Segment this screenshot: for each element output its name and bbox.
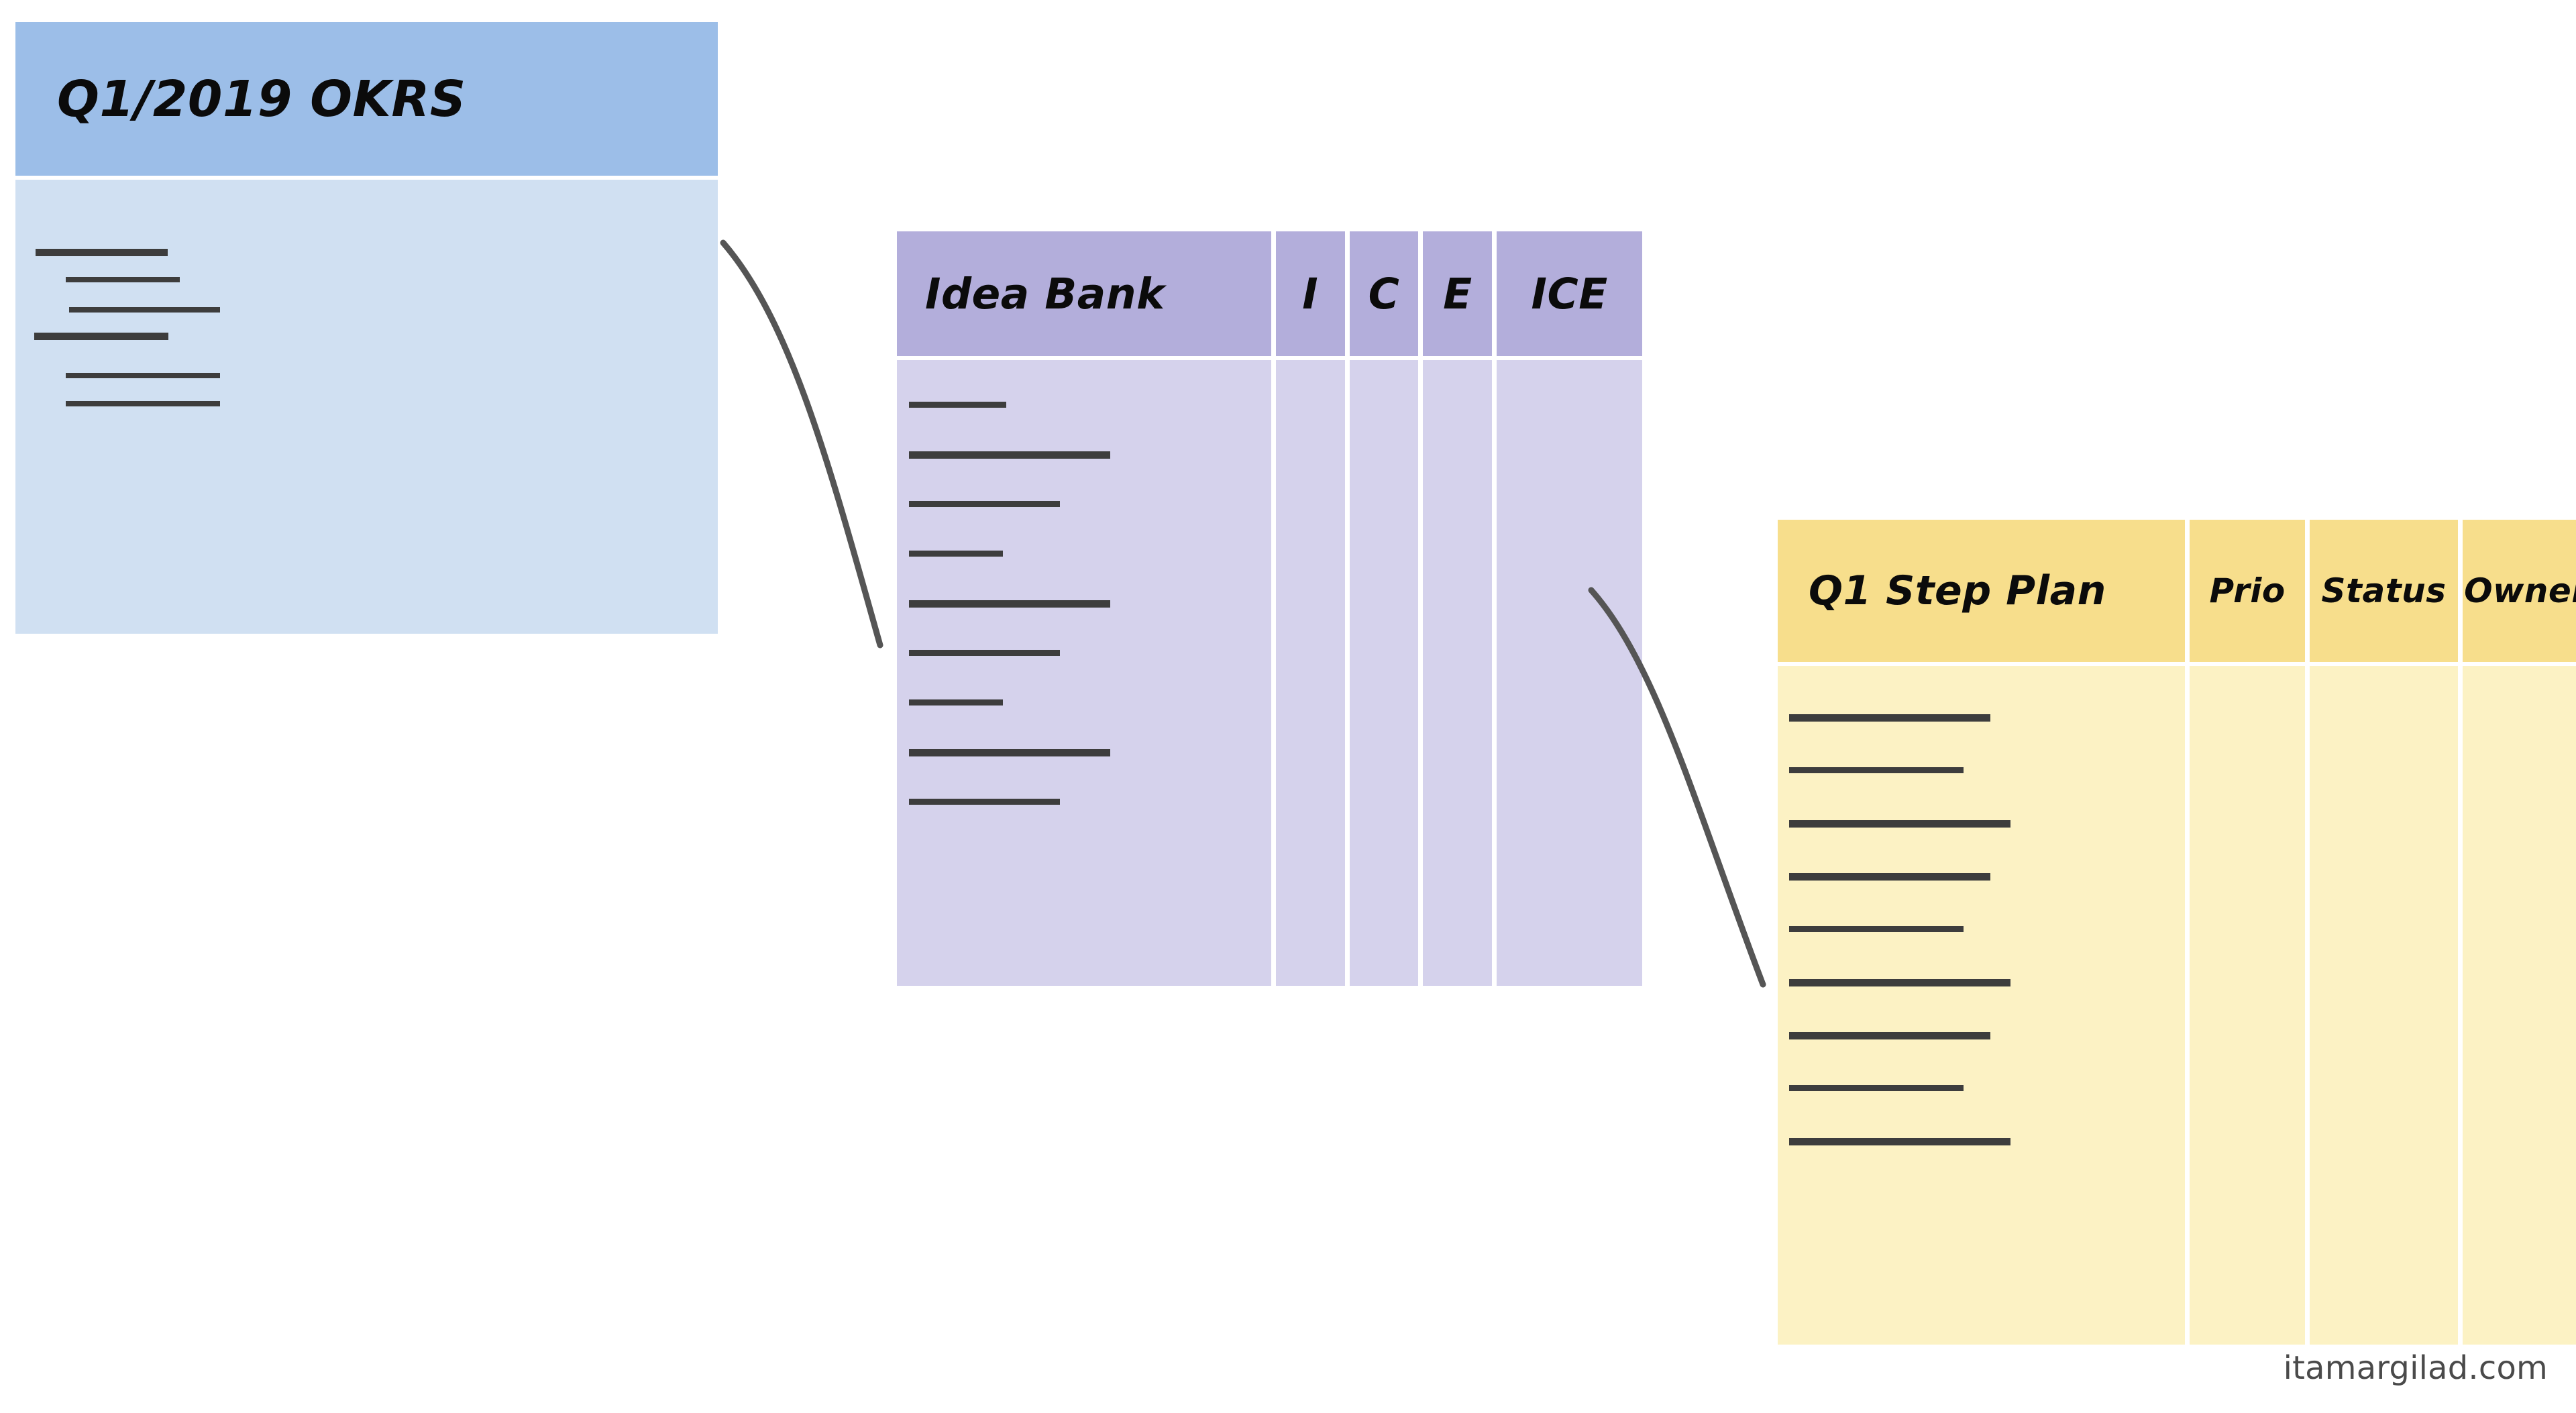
okr-placeholder-line [66,373,220,378]
step-plan-header-cell-status[interactable]: Status [2310,520,2458,662]
idea-bank-placeholder-line [909,551,1003,557]
idea-bank-body-cell-c[interactable] [1349,360,1419,986]
okr-placeholder-line [36,249,168,256]
idea-bank-placeholder-line [909,451,1110,459]
idea-bank-placeholder-line [909,749,1110,756]
idea-bank-header-cell-i[interactable]: I [1275,231,1345,356]
idea-bank-placeholder-line [909,650,1060,656]
step-plan-placeholder-line [1789,979,2010,986]
idea-bank-placeholder-line [909,699,1003,705]
okr-card-title: Q1/2019 OKRS [57,70,466,128]
step-plan-column-label: Prio [2209,571,2286,610]
step-plan-body [1778,666,2576,1345]
idea-bank-column-label: E [1443,269,1472,319]
okr-placeholder-lines [15,180,718,634]
step-plan-placeholder-line [1789,926,1964,932]
step-plan-column-label: Status [2321,571,2447,610]
step-plan-body-cell-owner[interactable] [2462,666,2576,1345]
okr-card-title-cell: Q1/2019 OKRS [15,22,718,176]
watermark-label: itamargilad.com [2283,1349,2548,1387]
step-plan-card[interactable]: Q1 Step Plan Prio Status Owner [1778,520,2576,1345]
idea-bank-placeholder-line [909,799,1060,805]
idea-bank-body-cell-ice[interactable] [1497,360,1642,986]
step-plan-placeholder-line [1789,820,2010,828]
okr-placeholder-line [66,277,180,282]
step-plan-header-cell-q1-step-plan[interactable]: Q1 Step Plan [1778,520,2185,662]
idea-bank-body [897,360,1642,986]
step-plan-placeholder-line [1789,1032,1990,1039]
idea-bank-body-cell-idea-bank[interactable] [897,360,1271,986]
okr-placeholder-line [69,307,220,313]
okr-placeholder-line [66,401,220,406]
step-plan-column-label: Q1 Step Plan [1809,567,2106,614]
step-plan-placeholder-line [1789,1138,2010,1145]
okr-card[interactable]: Q1/2019 OKRS [15,22,718,634]
step-plan-placeholder-line [1789,767,1964,773]
step-plan-header-cell-owner[interactable]: Owner [2462,520,2576,662]
idea-bank-header-cell-e[interactable]: E [1423,231,1493,356]
idea-bank-column-label: I [1302,269,1319,319]
idea-bank-placeholder-line [909,600,1110,608]
step-plan-column-label: Owner [2464,571,2576,610]
connector-okr-to-idea-bank [720,239,883,648]
idea-bank-placeholder-line [909,501,1060,507]
idea-bank-body-cell-i[interactable] [1275,360,1345,986]
step-plan-placeholder-lines [1778,666,2185,1345]
step-plan-header: Q1 Step Plan Prio Status Owner [1778,520,2576,662]
idea-bank-header-cell-idea-bank[interactable]: Idea Bank [897,231,1271,356]
okr-placeholder-line [34,333,168,340]
idea-bank-column-label: ICE [1531,269,1608,319]
step-plan-placeholder-line [1789,714,1990,722]
idea-bank-placeholder-line [909,402,1006,408]
step-plan-body-cell-q1-step-plan[interactable] [1778,666,2185,1345]
step-plan-header-cell-prio[interactable]: Prio [2189,520,2306,662]
step-plan-body-cell-status[interactable] [2310,666,2458,1345]
idea-bank-column-label: C [1368,269,1400,319]
okr-card-header: Q1/2019 OKRS [15,22,718,176]
okr-card-body [15,180,718,634]
idea-bank-header-cell-ice[interactable]: ICE [1497,231,1642,356]
okr-card-list-cell [15,180,718,634]
idea-bank-body-cell-e[interactable] [1423,360,1493,986]
idea-bank-header-cell-c[interactable]: C [1349,231,1419,356]
idea-bank-column-label: Idea Bank [925,269,1165,319]
step-plan-placeholder-line [1789,1085,1964,1091]
idea-bank-placeholder-lines [897,360,1271,986]
step-plan-body-cell-prio[interactable] [2189,666,2306,1345]
step-plan-placeholder-line [1789,873,1990,881]
